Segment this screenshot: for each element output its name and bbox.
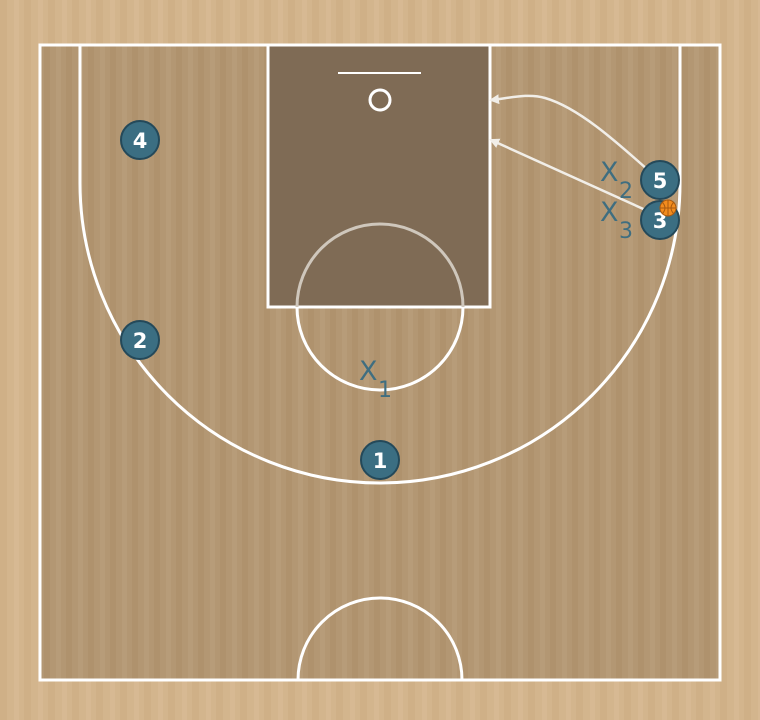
player-4-number: 4 <box>133 129 148 153</box>
player-1[interactable]: 1 <box>360 440 400 480</box>
defender-2[interactable]: X 2 <box>600 157 633 204</box>
free-throw-circle-bottom <box>295 306 465 392</box>
cut-arrow-player-5 <box>489 94 658 179</box>
player-5-number: 5 <box>653 169 668 193</box>
center-circle <box>296 596 464 681</box>
cut-arrow-player-3 <box>489 138 651 214</box>
defender-1[interactable]: X 1 <box>359 356 392 403</box>
rim <box>368 88 392 112</box>
defender-3-number: 3 <box>619 219 633 244</box>
player-1-number: 1 <box>373 449 388 473</box>
player-4[interactable]: 4 <box>120 120 160 160</box>
defender-2-number: 2 <box>619 179 633 204</box>
defender-3-letter: X <box>600 197 619 228</box>
player-5[interactable]: 5 <box>640 160 680 200</box>
basketball-icon <box>659 199 677 217</box>
player-2-number: 2 <box>133 329 148 353</box>
paint-area <box>266 43 492 309</box>
defender-3[interactable]: X 3 <box>600 197 633 244</box>
three-point-line <box>78 45 682 485</box>
defender-1-letter: X <box>359 356 378 387</box>
defender-2-letter: X <box>600 157 619 188</box>
player-2[interactable]: 2 <box>120 320 160 360</box>
free-throw-circle-top <box>295 222 465 308</box>
court-boundary <box>38 43 722 682</box>
defender-1-number: 1 <box>378 378 392 403</box>
